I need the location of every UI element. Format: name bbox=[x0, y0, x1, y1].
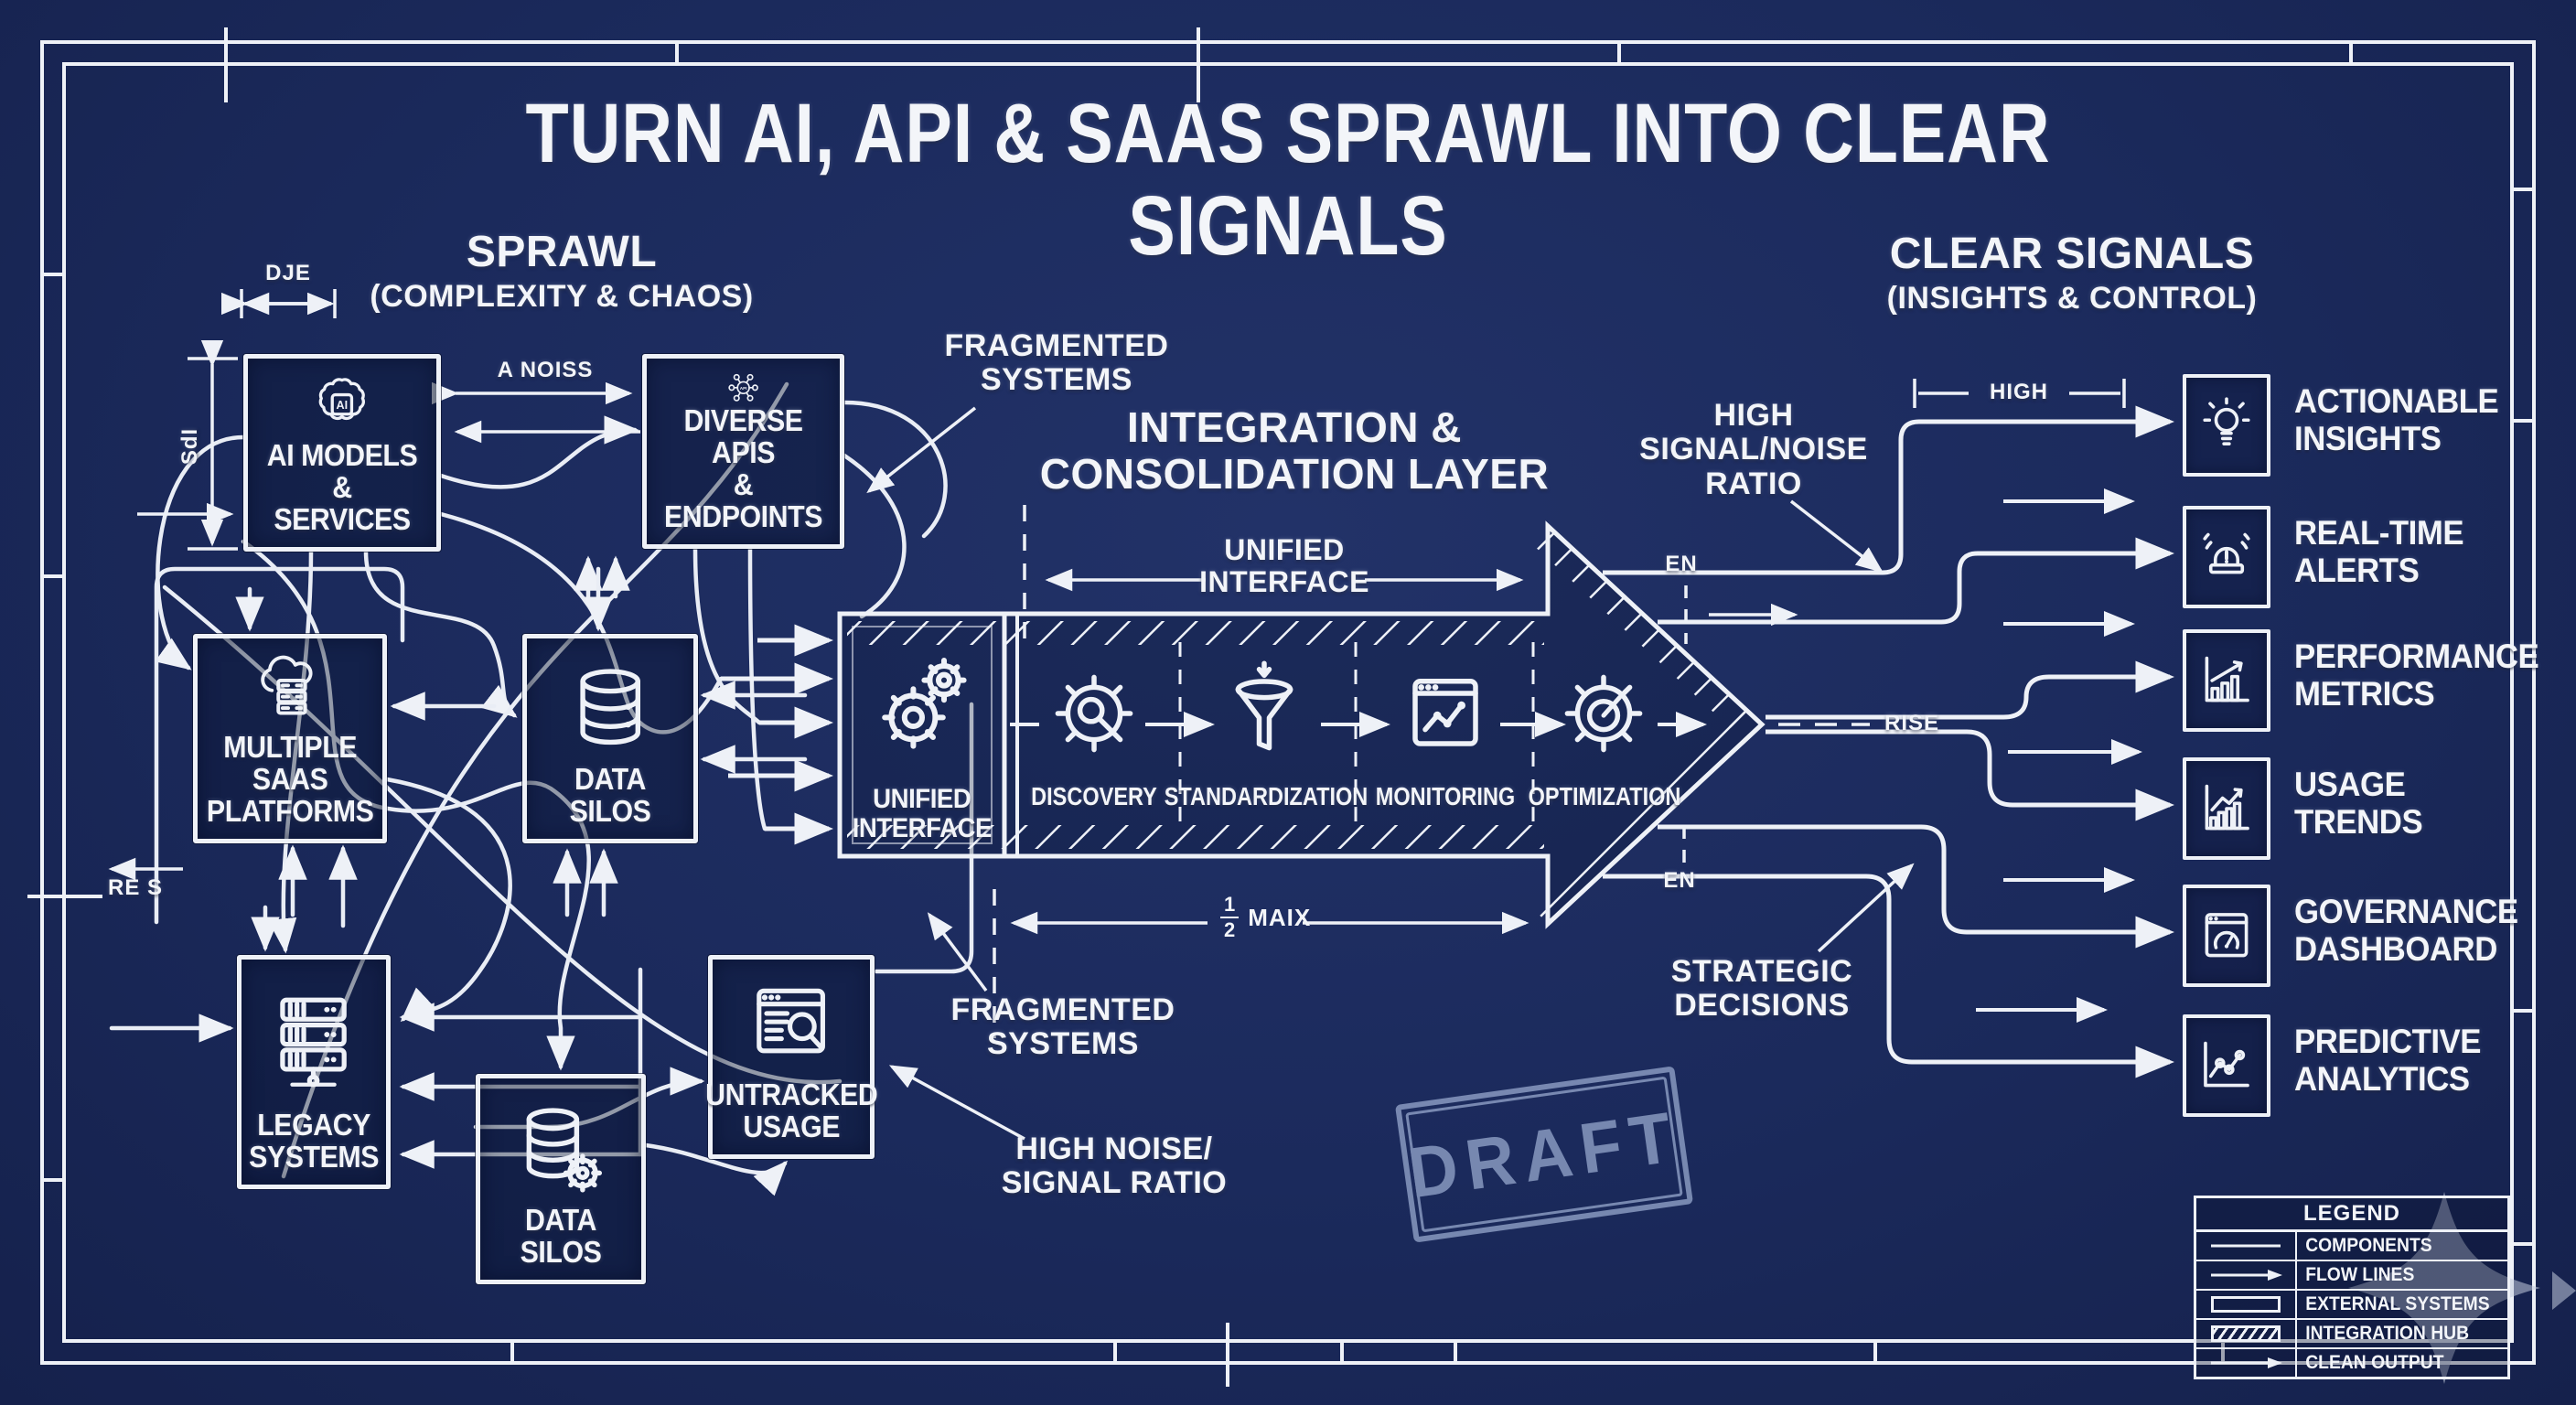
annotation-a-noiss: A NOISS bbox=[497, 358, 594, 382]
draft-stamp-text: DRAFT bbox=[1402, 1095, 1685, 1213]
frame bbox=[27, 27, 2536, 1387]
callout-fragmented-systems-bottom: FRAGMENTED SYSTEMS bbox=[950, 992, 1175, 1062]
svg-text:API: API bbox=[740, 386, 747, 391]
output-label: GOVERNANCE DASHBOARD bbox=[2294, 893, 2518, 969]
clean-output-lines bbox=[1603, 405, 2174, 1078]
output-label: ACTIONABLE INSIGHTS bbox=[2294, 382, 2499, 458]
node-label: DIVERSE APIS & ENDPOINTS bbox=[664, 403, 822, 534]
output-box-predictive bbox=[2183, 1014, 2270, 1117]
sprawl-tangle-lines bbox=[109, 381, 974, 1196]
flow-arrow-symbol bbox=[2196, 1261, 2297, 1289]
annotation-sdi: SdI bbox=[177, 427, 202, 466]
annotation-high-dimension: HIGH bbox=[1990, 380, 2048, 404]
callout-strategic-decisions: STRATEGIC DECISIONS bbox=[1670, 954, 1853, 1024]
database-gear-icon bbox=[486, 1089, 636, 1205]
bar-chart-arrow-icon bbox=[2205, 656, 2249, 702]
predictive-scatter-icon bbox=[2204, 1041, 2249, 1088]
callout-fragmented-systems-top: FRAGMENTED SYSTEMS bbox=[944, 328, 1169, 398]
node-label: DATA SILOS bbox=[569, 762, 651, 829]
output-label: REAL-TIME ALERTS bbox=[2294, 514, 2464, 590]
integration-heading: INTEGRATION & CONSOLIDATION LAYER bbox=[1039, 403, 1550, 498]
output-label: PERFORMANCE METRICS bbox=[2294, 638, 2539, 713]
integration-arrow bbox=[837, 520, 1766, 929]
output-label: PREDICTIVE ANALYTICS bbox=[2294, 1023, 2482, 1099]
sprawl-subheading: (COMPLEXITY & CHAOS) bbox=[370, 279, 754, 314]
converging-flow-lines bbox=[721, 624, 833, 845]
node-label: DATA SILOS bbox=[520, 1203, 602, 1270]
legend-row-external-systems: EXTERNAL SYSTEMS bbox=[2196, 1291, 2507, 1320]
output-label: USAGE TRENDS bbox=[2294, 766, 2423, 842]
legend-row-flow-lines: FLOW LINES bbox=[2196, 1261, 2507, 1291]
node-data-silos-top: DATA SILOS bbox=[522, 634, 698, 843]
legend-title: LEGEND bbox=[2196, 1198, 2507, 1232]
annotation-en-bottom: EN bbox=[1663, 868, 1696, 893]
fraction: 1 2 bbox=[1220, 895, 1240, 940]
node-untracked-usage: UNTRACKED USAGE bbox=[704, 955, 878, 1159]
annotation-dje: DJE bbox=[265, 261, 311, 285]
database-icon bbox=[532, 649, 688, 764]
sprawl-heading: SPRAWL bbox=[466, 228, 658, 276]
clean-output-arrow-symbol bbox=[2196, 1349, 2297, 1377]
monitoring-window-icon bbox=[1395, 663, 1496, 764]
api-hub-icon: API bbox=[652, 370, 834, 405]
svg-text:AI: AI bbox=[337, 399, 349, 412]
legend-row-integration-hub: INTEGRATION HUB bbox=[2196, 1320, 2507, 1349]
discovery-icon bbox=[1044, 663, 1144, 764]
annotation-rise: RISE bbox=[1884, 711, 1940, 735]
dimension-lines bbox=[108, 289, 2126, 1141]
stage-optimization: OPTIMIZATION bbox=[1528, 782, 1681, 810]
standardization-funnel-icon bbox=[1214, 657, 1315, 767]
clear-signals-heading: CLEAR SIGNALS bbox=[1889, 230, 2255, 278]
node-label: MULTIPLE SAAS PLATFORMS bbox=[206, 730, 374, 829]
output-box-governance bbox=[2183, 885, 2270, 987]
callout-high-noise-signal-ratio: HIGH NOISE/ SIGNAL RATIO bbox=[1001, 1132, 1228, 1201]
node-label: UNTRACKED USAGE bbox=[704, 1078, 878, 1144]
integration-hub-hatched-symbol bbox=[2196, 1320, 2297, 1347]
lightbulb-icon bbox=[2203, 397, 2250, 445]
legend-row-clean-output: CLEAN OUTPUT bbox=[2196, 1349, 2507, 1377]
external-systems-rect-symbol bbox=[2196, 1291, 2297, 1318]
annotation-re-s: RE S bbox=[107, 875, 164, 900]
node-legacy-systems: LEGACY SYSTEMS bbox=[237, 955, 391, 1189]
floating-arrows bbox=[1976, 488, 2142, 1023]
node-unified-interface: UNIFIED INTERFACE bbox=[840, 614, 1004, 856]
annotation-en-top: EN bbox=[1665, 552, 1698, 576]
node-label: AI MODELS & SERVICES bbox=[266, 438, 418, 537]
components-line-symbol bbox=[2196, 1232, 2297, 1260]
stage-standardization: STANDARDIZATION bbox=[1164, 782, 1368, 810]
output-box-alerts bbox=[2183, 506, 2270, 608]
usage-trend-icon bbox=[2205, 784, 2249, 831]
page-title: TURN AI, API & SAAS SPRAWL INTO CLEAR SI… bbox=[525, 87, 2051, 273]
node-label: LEGACY SYSTEMS bbox=[249, 1108, 379, 1174]
cloud-server-icon bbox=[203, 649, 377, 732]
stage-discovery: DISCOVERY bbox=[1031, 782, 1157, 810]
node-multiple-saas: MULTIPLE SAAS PLATFORMS bbox=[193, 634, 387, 843]
legend: LEGEND COMPONENTS FLOW LINES EXTERNAL SY… bbox=[2194, 1196, 2510, 1379]
server-rack-icon bbox=[247, 971, 381, 1110]
watermark-sparkle bbox=[2348, 1192, 2576, 1384]
clear-signals-subheading: (INSIGHTS & CONTROL) bbox=[1886, 281, 2258, 316]
output-box-performance bbox=[2183, 629, 2270, 732]
output-box-insights bbox=[2183, 374, 2270, 477]
gears-icon bbox=[843, 623, 1001, 785]
legend-row-components: COMPONENTS bbox=[2196, 1232, 2507, 1261]
stage-monitoring: MONITORING bbox=[1375, 782, 1516, 810]
unified-interface-dimension-label: UNIFIED INTERFACE bbox=[1199, 533, 1369, 599]
callout-high-signal-noise-ratio: HIGH SIGNAL/NOISE RATIO bbox=[1639, 398, 1868, 501]
output-box-usage bbox=[2183, 757, 2270, 860]
node-ai-models: AI AI MODELS & SERVICES bbox=[243, 354, 441, 552]
annotation-half-maix: 1 2 MAIX bbox=[1220, 895, 1311, 940]
ai-brain-icon: AI bbox=[253, 370, 431, 440]
governance-gauge-icon bbox=[2205, 913, 2249, 958]
browser-search-icon bbox=[718, 971, 864, 1079]
pipeline-connectors bbox=[1010, 642, 1707, 827]
node-label: UNIFIED INTERFACE bbox=[852, 784, 993, 844]
node-data-silos-bottom: DATA SILOS bbox=[476, 1074, 646, 1284]
node-diverse-apis: API DIVERSE APIS & ENDPOINTS bbox=[642, 354, 844, 549]
optimization-gauge-icon bbox=[1553, 663, 1654, 764]
alert-siren-icon bbox=[2203, 532, 2250, 574]
